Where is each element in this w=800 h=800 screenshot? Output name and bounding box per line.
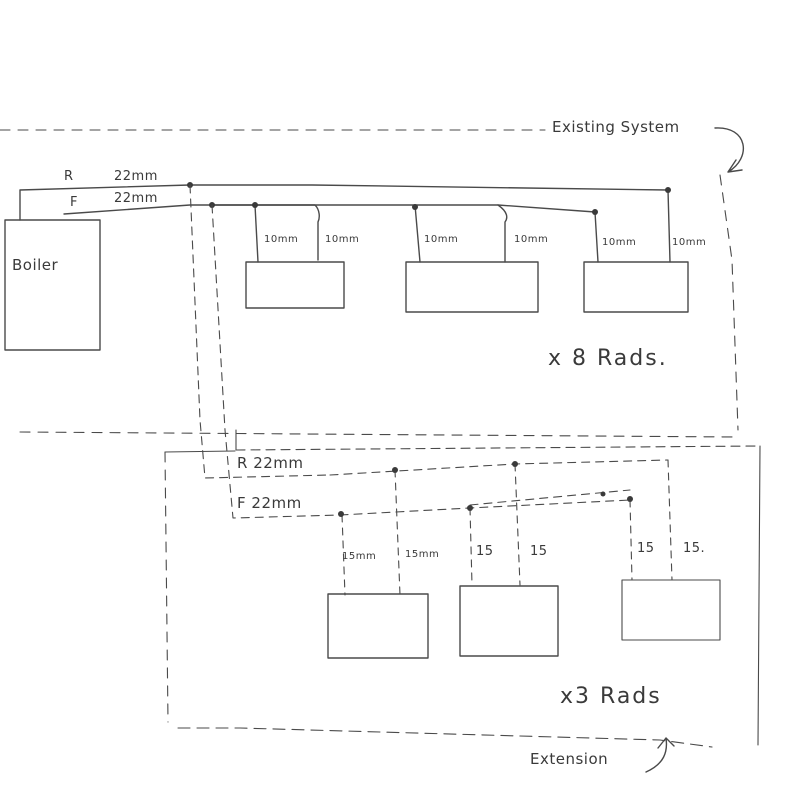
existing-return-label: R — [64, 169, 74, 184]
existing-branch-label: 10mm — [325, 234, 360, 245]
extension-radiator-count: x3 Rads — [560, 684, 662, 709]
extension-branch-label: 15. — [683, 541, 706, 556]
extension-joints — [338, 461, 633, 517]
existing-system-title: Existing System — [552, 118, 680, 136]
extension-arrow-icon — [645, 737, 675, 773]
extension-risers — [189, 184, 341, 519]
extension-title: Extension — [530, 750, 609, 768]
extension-return-label: R 22mm — [237, 454, 304, 472]
boiler-box — [4, 219, 101, 351]
existing-radiator-3 — [583, 261, 689, 313]
extension-branches — [341, 459, 673, 596]
extension-radiator-2 — [459, 585, 559, 657]
extension-radiator-3 — [621, 579, 721, 641]
existing-joints — [187, 182, 671, 215]
extension-branch-label: 15 — [637, 541, 655, 556]
existing-flow-label: F — [70, 195, 78, 210]
extension-branch-label: 15 — [476, 544, 494, 559]
existing-branch-label: 10mm — [424, 234, 459, 245]
existing-branch-label: 10mm — [672, 237, 707, 248]
extension-flow-label: F 22mm — [237, 494, 302, 512]
existing-branch-label: 10mm — [602, 237, 637, 248]
existing-return-size: 22mm — [114, 169, 158, 184]
existing-flow-size: 22mm — [114, 191, 158, 206]
existing-arrow-icon — [714, 127, 744, 173]
extension-branch-label: 15 — [530, 544, 548, 559]
existing-radiator-2 — [405, 261, 539, 313]
existing-branches — [254, 189, 671, 263]
extension-radiator-1 — [327, 593, 429, 659]
extension-branch-label: 15mm — [405, 549, 440, 560]
boiler-label: Boiler — [12, 256, 59, 274]
extension-boundary — [164, 429, 761, 748]
existing-radiator-1 — [245, 261, 345, 309]
existing-branch-label: 10mm — [264, 234, 299, 245]
existing-system-boundary — [0, 129, 739, 438]
existing-branch-label: 10mm — [514, 234, 549, 245]
extension-branch-label: 15mm — [342, 551, 377, 562]
extension-mains — [329, 459, 669, 516]
existing-radiator-count: x 8 Rads. — [548, 346, 668, 371]
